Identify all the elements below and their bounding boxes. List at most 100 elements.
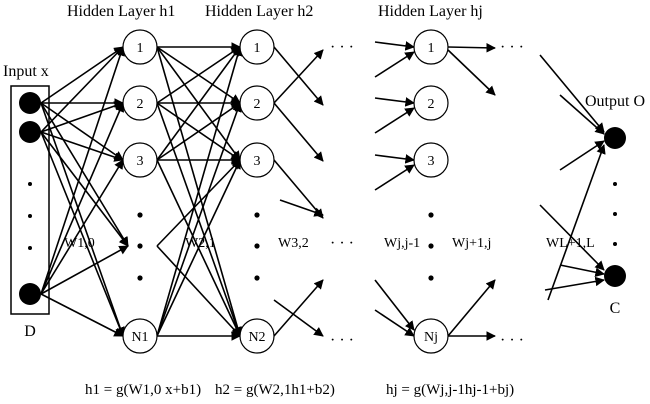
connection-arrow bbox=[156, 102, 241, 161]
connection-arrow bbox=[559, 140, 605, 171]
equation-h1: h1 = g(W1,0 x+b1) bbox=[85, 382, 201, 398]
h1-ellipsis-dot bbox=[137, 243, 143, 249]
h2-node-2 bbox=[239, 85, 275, 121]
connection-arrow bbox=[40, 131, 125, 337]
connection-arrow bbox=[374, 41, 415, 51]
connection-arrow bbox=[156, 46, 243, 337]
header-output: Output O bbox=[585, 93, 645, 110]
equation-hj: hj = g(Wj,j-1hj-1+bj) bbox=[386, 382, 514, 398]
h1-ellipsis-dot bbox=[137, 275, 143, 281]
connection-arrow bbox=[40, 46, 124, 104]
input-ellipsis-dot bbox=[28, 182, 32, 186]
equation-h2: h2 = g(W2,1h1+b2) bbox=[215, 382, 335, 398]
connection-arrow bbox=[374, 164, 415, 191]
connection-arrow bbox=[40, 46, 124, 133]
connection-arrow bbox=[273, 102, 324, 162]
h1-node-1 bbox=[122, 29, 158, 65]
h1-node-n bbox=[122, 318, 158, 354]
connection-arrow bbox=[156, 46, 241, 104]
h2-node-3-label: 3 bbox=[254, 154, 261, 169]
hj-node-n-label: Nj bbox=[424, 330, 438, 345]
input-dim-label: D bbox=[24, 323, 36, 340]
connection-arrow bbox=[273, 159, 324, 219]
hj-ellipsis-dot bbox=[428, 243, 434, 249]
hj-node-1-label: 1 bbox=[428, 41, 435, 56]
connection-arrow bbox=[273, 49, 324, 104]
hj-node-2-label: 2 bbox=[428, 97, 435, 112]
input-layer-nodes bbox=[19, 92, 41, 305]
connection-arrow bbox=[40, 102, 124, 161]
h2-ellipsis-dot bbox=[254, 212, 260, 218]
connection-arrow bbox=[40, 46, 125, 295]
ellipsis: · · · bbox=[330, 39, 354, 56]
weight-wl1l-label: WL+1,L bbox=[546, 236, 595, 251]
connection-arrow bbox=[156, 46, 241, 161]
input-node-1 bbox=[19, 92, 41, 114]
h2-ellipsis-dot bbox=[254, 275, 260, 281]
connection-arrow bbox=[40, 102, 125, 337]
input-ellipsis-dot bbox=[28, 246, 32, 250]
ellipsis: · · · bbox=[500, 39, 524, 56]
input-ellipsis-dot bbox=[28, 214, 32, 218]
connection-arrow bbox=[559, 264, 605, 277]
connection-arrow bbox=[40, 293, 124, 337]
input-layer-box bbox=[10, 85, 50, 315]
header-h1: Hidden Layer h1 bbox=[67, 3, 175, 20]
input-node-2 bbox=[19, 121, 41, 143]
header-h2: Hidden Layer h2 bbox=[205, 3, 313, 20]
connection-arrow bbox=[539, 204, 605, 271]
ellipsis: · · · bbox=[330, 332, 354, 349]
connection-arrow bbox=[447, 49, 496, 96]
h2-node-n-label: N2 bbox=[248, 330, 265, 345]
connection-arrow bbox=[374, 97, 415, 107]
h1-node-3 bbox=[122, 142, 158, 178]
hj-ellipsis-dot bbox=[428, 212, 434, 218]
connection-arrow bbox=[273, 299, 324, 337]
h2-ellipsis-dot bbox=[254, 243, 260, 249]
connection-arrow bbox=[374, 51, 415, 78]
connection-arrow bbox=[374, 107, 415, 134]
ellipsis: · · · bbox=[500, 332, 524, 349]
weight-wj1j-label: Wj+1,j bbox=[452, 236, 491, 251]
connection-arrow bbox=[40, 245, 129, 295]
h1-node-3-label: 3 bbox=[137, 154, 144, 169]
connection-arrow bbox=[156, 245, 241, 337]
hidden-layer-h1 bbox=[122, 29, 158, 354]
weight-w10-label: W1,0 bbox=[64, 236, 95, 251]
connection-arrow bbox=[547, 144, 606, 301]
connection-arrow bbox=[559, 94, 605, 135]
h2-node-2-label: 2 bbox=[254, 97, 261, 112]
output-node-1 bbox=[604, 127, 626, 149]
h1-node-n-label: N1 bbox=[131, 330, 148, 345]
connection-arrow bbox=[40, 131, 124, 162]
connection-arrow bbox=[40, 102, 125, 295]
connection-arrow bbox=[447, 279, 496, 337]
output-layer bbox=[604, 127, 626, 287]
h2-node-3 bbox=[239, 142, 275, 178]
weight-w21-label: W2,1 bbox=[185, 236, 216, 251]
output-ellipsis-dot bbox=[613, 212, 617, 216]
hj-node-2 bbox=[413, 85, 449, 121]
h2-node-1-label: 1 bbox=[254, 41, 261, 56]
output-dim-label: C bbox=[610, 300, 621, 317]
output-node-c bbox=[604, 265, 626, 287]
connection-arrow bbox=[40, 131, 129, 247]
h1-node-2 bbox=[122, 85, 158, 121]
weight-wjj1-label: Wj,j-1 bbox=[384, 236, 420, 251]
connection-arrow bbox=[279, 199, 324, 217]
ellipsis: · · · bbox=[330, 235, 354, 252]
h1-ellipsis-dot bbox=[137, 212, 143, 218]
hj-node-n bbox=[413, 318, 449, 354]
hj-node-3-label: 3 bbox=[428, 154, 435, 169]
hj-node-1 bbox=[413, 29, 449, 65]
connection-arrow bbox=[544, 276, 605, 291]
connection-arrow bbox=[374, 279, 415, 331]
output-ellipsis-dot bbox=[613, 242, 617, 246]
output-ellipsis-dot bbox=[613, 182, 617, 186]
connection-arrow bbox=[539, 54, 605, 133]
connection-arrow bbox=[40, 101, 124, 133]
h2-node-1 bbox=[239, 29, 275, 65]
connection-arrow bbox=[374, 154, 415, 164]
header-hj: Hidden Layer hj bbox=[378, 3, 483, 20]
connection-arrow bbox=[156, 159, 241, 337]
